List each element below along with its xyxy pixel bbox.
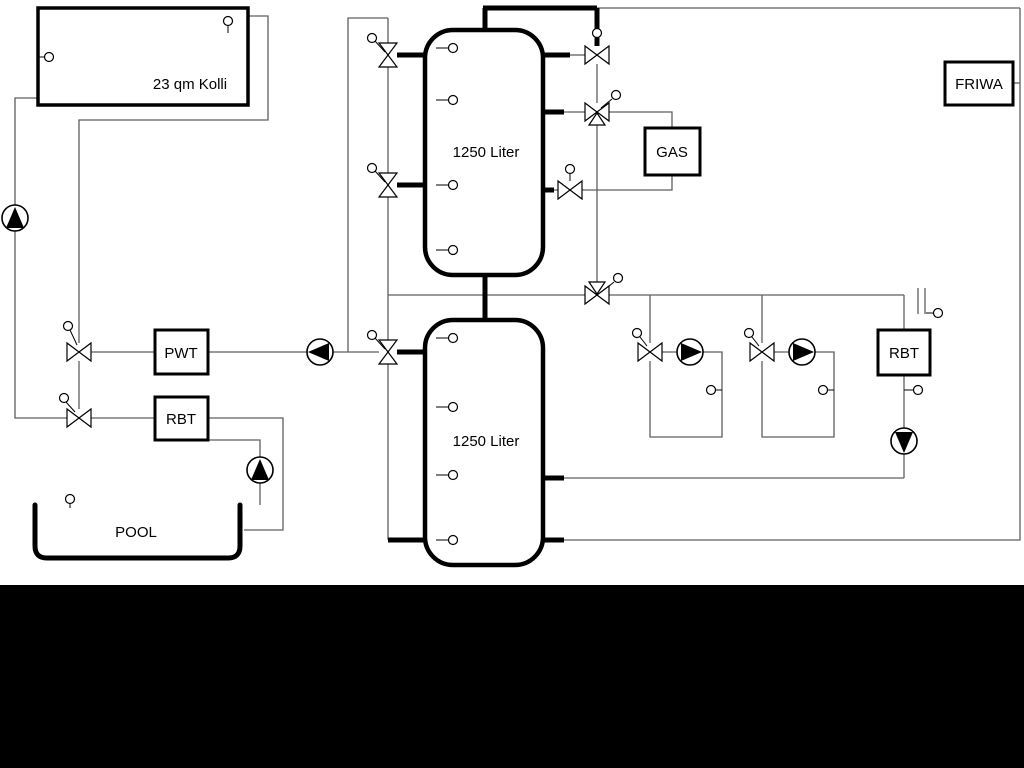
buffer-tank-top: 1250 Liter — [422, 27, 546, 278]
rbt-left: RBT — [153, 395, 210, 442]
mixing-valve-icon — [584, 89, 622, 126]
rbt-right-box — [876, 328, 932, 377]
circuit-sensors — [705, 307, 944, 396]
pump-icon — [676, 338, 704, 366]
friwa-box — [943, 60, 1015, 107]
temperature-sensor-icon — [705, 384, 722, 396]
temperature-sensor-icon — [436, 42, 459, 54]
rbt-left-label: RBT — [166, 411, 196, 428]
pipe-gas-return — [582, 175, 673, 191]
three-way-valve-icon — [631, 327, 663, 363]
three-way-valve-icon — [58, 392, 92, 429]
pipes-thick — [388, 5, 600, 543]
pump-icon — [306, 338, 334, 366]
temperature-sensor-icon — [436, 244, 459, 256]
tank-top-label: 1250 Liter — [453, 144, 520, 161]
collector-box — [36, 6, 250, 107]
pumps — [1, 204, 918, 484]
collector-label: 23 qm Kolli — [153, 76, 227, 93]
valve-icon — [557, 163, 583, 201]
pump-icon — [788, 338, 816, 366]
valve-icon — [366, 162, 399, 198]
three-way-valve-icon — [584, 272, 624, 306]
temperature-sensor-icon — [926, 307, 944, 319]
rbt-left-box — [153, 395, 210, 442]
valve-icon — [366, 329, 399, 365]
pump-icon — [890, 427, 918, 455]
pwt-label: PWT — [164, 345, 197, 362]
temperature-sensor-icon — [436, 469, 459, 481]
pipe-bottom-header — [564, 8, 1021, 541]
tank-bottom-body — [422, 317, 546, 568]
valve-icon — [366, 32, 399, 68]
solar-collector: 23 qm Kolli — [36, 6, 250, 107]
rbt-right-label: RBT — [889, 345, 919, 362]
three-way-valve-icon — [62, 320, 92, 363]
pwt-box — [153, 328, 210, 376]
temperature-sensor-icon — [436, 534, 459, 546]
pump-icon — [1, 204, 29, 232]
temperature-sensor-icon — [38, 51, 55, 63]
gas-box — [643, 126, 702, 177]
tank-bottom-label: 1250 Liter — [453, 433, 520, 450]
pipe-solar-return-left — [14, 97, 67, 419]
pump-icon — [246, 456, 274, 484]
temperature-sensor-icon — [436, 401, 459, 413]
gas-boiler: GAS — [643, 126, 702, 177]
three-way-valve-icon — [743, 327, 775, 363]
temperature-sensor-icon — [64, 493, 76, 508]
temperature-sensor-icon — [436, 94, 459, 106]
gas-label: GAS — [656, 144, 688, 161]
buffer-tank-bottom: 1250 Liter — [422, 317, 546, 568]
pipe-collector-supply — [78, 15, 269, 343]
pool-basin — [32, 502, 243, 561]
pipe-pool-loop-a — [208, 417, 284, 531]
pwt-heat-exchanger: PWT — [153, 328, 210, 376]
pipe-gas-supply — [609, 111, 673, 128]
temperature-sensor-icon — [904, 384, 924, 396]
rbt-right: RBT — [876, 328, 932, 377]
temperature-sensor-icon — [436, 332, 459, 344]
friwa-label: FRIWA — [955, 76, 1003, 93]
temperature-sensor-icon — [817, 384, 834, 396]
friwa-station: FRIWA — [943, 60, 1015, 107]
temperature-sensor-icon — [436, 179, 459, 191]
valves — [58, 27, 775, 429]
valve-icon — [584, 27, 610, 66]
temperature-sensor-icon — [222, 15, 234, 33]
pipe-break-bars — [917, 288, 926, 314]
pool: POOL — [32, 493, 243, 561]
pool-label: POOL — [115, 524, 157, 541]
tank-top-body — [422, 27, 546, 278]
pipe-column-top-link — [347, 17, 388, 352]
pipes-thin — [14, 7, 1021, 541]
